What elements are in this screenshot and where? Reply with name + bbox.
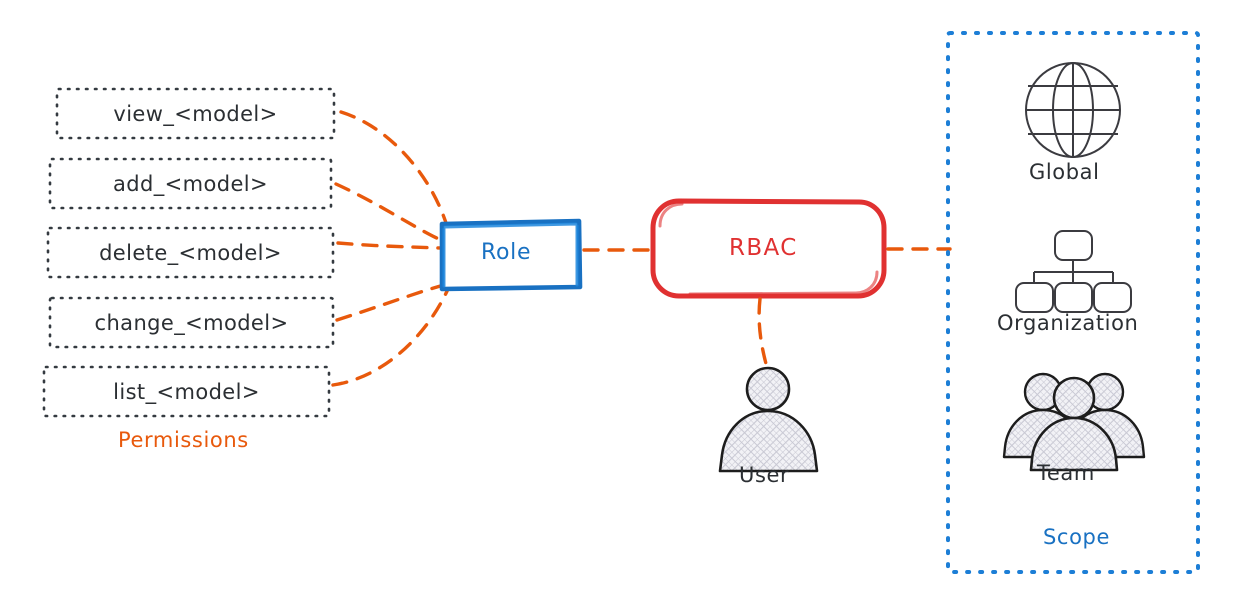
scope-item-label-team: Team xyxy=(1037,461,1095,485)
permission-box-border-add xyxy=(48,157,333,210)
connector-rbac-to-user xyxy=(757,297,770,373)
connector-add-to-role xyxy=(334,182,445,243)
permission-box-border-view xyxy=(55,87,336,140)
team-icon xyxy=(1002,372,1146,472)
role-label: Role xyxy=(481,240,532,265)
scope-item-label-global: Global xyxy=(1029,160,1100,184)
rbac-label: RBAC xyxy=(729,235,798,261)
scope-panel-border xyxy=(946,31,1200,574)
user-label: User xyxy=(739,463,790,487)
connector-view-to-role xyxy=(339,110,449,228)
permission-item-list[interactable]: list_<model> xyxy=(44,367,329,416)
permission-connectors xyxy=(331,110,450,387)
scope-item-label-organization: Organization xyxy=(997,311,1139,335)
scope-group-label: Scope xyxy=(1043,525,1110,549)
permissions-group-label: Permissions xyxy=(118,428,249,452)
permission-label: delete_<model> xyxy=(99,240,282,265)
permission-label: add_<model> xyxy=(112,171,268,196)
permission-box-border-delete xyxy=(46,226,335,279)
permission-label: change_<model> xyxy=(94,310,289,335)
permission-item-change[interactable]: change_<model> xyxy=(50,298,333,347)
permission-item-view[interactable]: view_<model> xyxy=(57,89,334,138)
permission-box-border-list xyxy=(42,365,331,418)
permission-label: view_<model> xyxy=(113,101,278,126)
user-icon xyxy=(718,366,819,473)
connector-delete-to-role xyxy=(336,241,443,250)
permission-box-borders xyxy=(42,87,336,418)
org-chart-icon xyxy=(1015,230,1132,313)
permission-box-border-change xyxy=(48,296,335,349)
connector-list-to-role xyxy=(331,287,450,387)
permission-label: list_<model> xyxy=(113,379,260,404)
globe-icon xyxy=(1025,62,1121,158)
connector-change-to-role xyxy=(335,283,446,322)
permission-item-add[interactable]: add_<model> xyxy=(50,159,331,208)
permission-item-delete[interactable]: delete_<model> xyxy=(48,228,333,277)
role-box[interactable] xyxy=(439,218,583,292)
rbac-box[interactable] xyxy=(650,198,887,299)
